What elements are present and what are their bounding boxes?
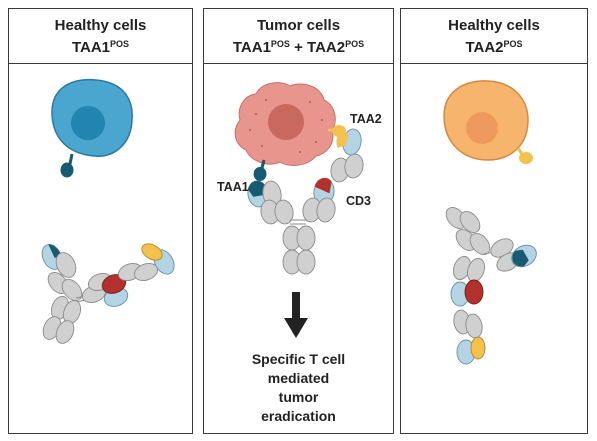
- panel-subtitle: TAA2POS: [465, 38, 523, 56]
- label-cd3: CD3: [346, 194, 372, 208]
- outcome-caption: Specific T cell mediated tumor eradicati…: [203, 350, 394, 426]
- panel-subtitle: TAA1POS + TAA2POS: [232, 38, 365, 56]
- label-taa2: TAA2: [350, 112, 382, 126]
- panel-header-right: Healthy cells TAA2POS: [401, 9, 587, 64]
- down-arrow-icon: [284, 292, 308, 338]
- tumor-cell: [234, 82, 346, 181]
- caption-line-2: mediated: [267, 370, 330, 386]
- panel-subtitle: TAA1POS: [71, 38, 130, 56]
- panel-title: Tumor cells: [256, 16, 341, 34]
- panel-healthy-taa2: Healthy cells TAA2POS: [400, 8, 588, 434]
- blue-t-cell: [51, 78, 133, 178]
- antibody-left: [41, 243, 175, 344]
- label-taa1: TAA1: [217, 180, 249, 194]
- panel-header-left: Healthy cells TAA1POS: [9, 9, 192, 64]
- antibody-right: [445, 207, 537, 365]
- panel-healthy-taa1: Healthy cells TAA1POS: [8, 8, 193, 434]
- panel-title: Healthy cells: [54, 16, 147, 34]
- panel-title: Healthy cells: [448, 16, 540, 34]
- antibody-middle: [247, 128, 364, 275]
- caption-line-1: Specific T cell: [251, 351, 346, 367]
- caption-line-3: tumor: [278, 389, 319, 405]
- panel-tumor-cells: Tumor cells TAA1POS + TAA2POS: [203, 8, 394, 434]
- orange-t-cell: [443, 80, 533, 164]
- panel-header-middle: Tumor cells TAA1POS + TAA2POS: [204, 9, 393, 64]
- caption-line-4: eradication: [261, 408, 336, 424]
